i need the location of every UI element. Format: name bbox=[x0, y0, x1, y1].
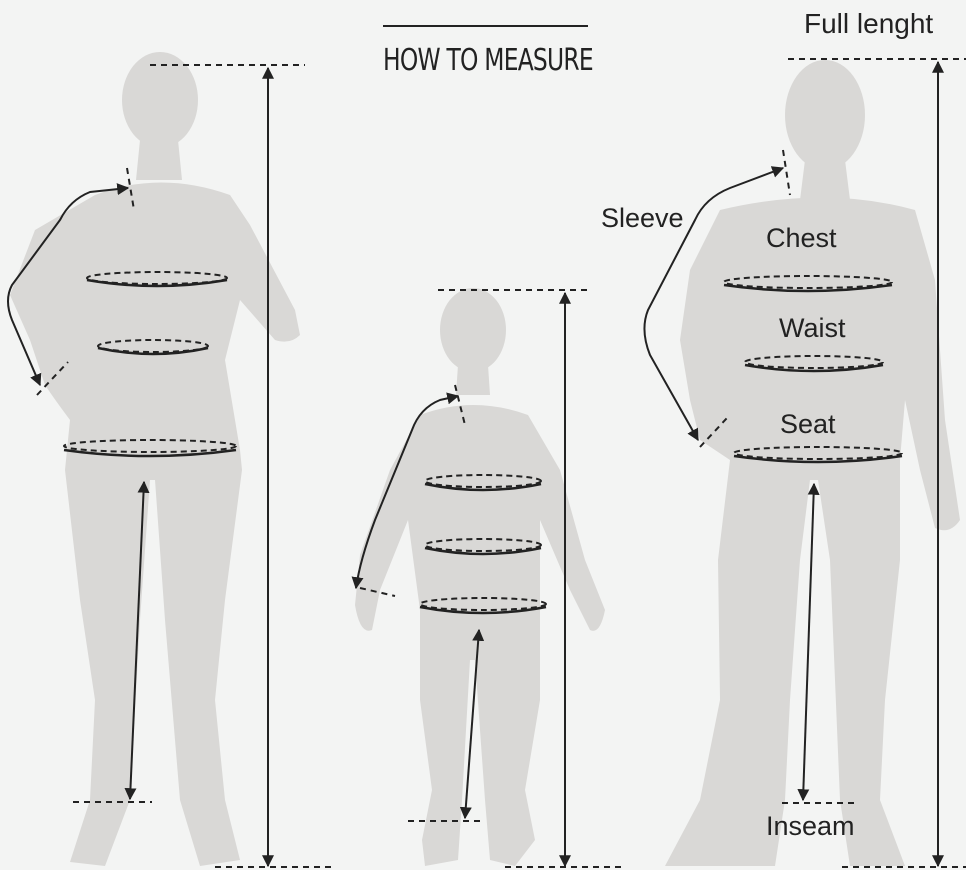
page-title: HOW TO MEASURE bbox=[383, 43, 543, 78]
man-inseam-arrow bbox=[803, 484, 814, 800]
child-silhouette bbox=[355, 288, 605, 866]
man-neck-tick bbox=[783, 150, 790, 195]
seat-label: Seat bbox=[780, 409, 836, 440]
sleeve-label: Sleeve bbox=[601, 203, 684, 234]
woman-silhouette bbox=[10, 52, 300, 866]
chest-label: Chest bbox=[766, 223, 837, 254]
waist-label: Waist bbox=[779, 313, 846, 344]
inseam-label: Inseam bbox=[766, 811, 855, 842]
full-length-label: Full lenght bbox=[804, 8, 933, 40]
